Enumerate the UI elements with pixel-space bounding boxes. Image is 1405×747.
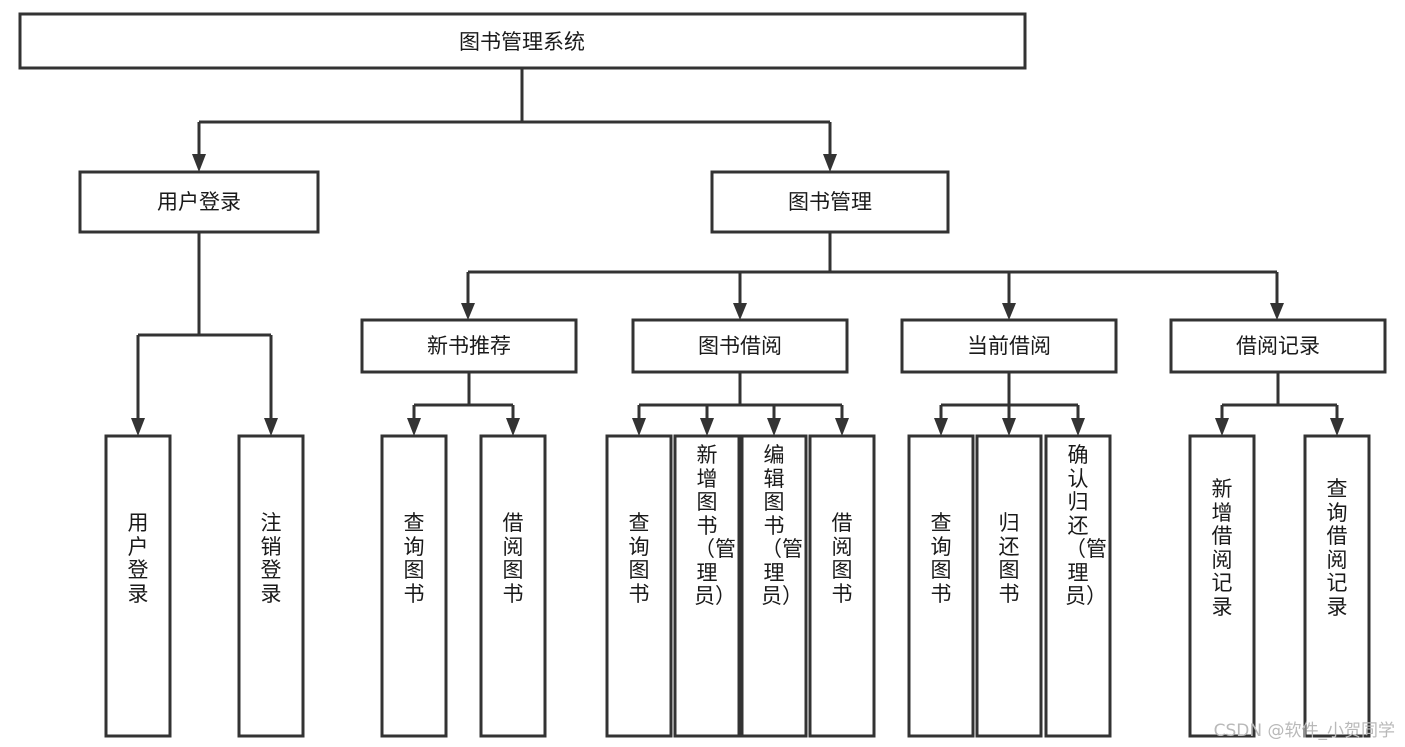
leaf-box-bb-borrow-book[interactable] [808, 434, 876, 738]
leaf-box-cb-return-book[interactable] [975, 434, 1043, 738]
node-book-borrow-box [631, 318, 849, 374]
node-borrow-record-label: 借阅记录 [1236, 334, 1320, 358]
leaf-box-cb-query-book[interactable] [907, 434, 975, 738]
node-user-login-label: 用户登录 [157, 190, 241, 214]
arrowhead-leaf-user-login [131, 418, 145, 436]
arrowhead-user-login [192, 154, 206, 172]
node-book-borrow[interactable]: 图书借阅 [631, 318, 849, 374]
leaf-box-bb-edit-book[interactable] [740, 434, 808, 738]
leaf-box-bb-add-book[interactable] [673, 434, 741, 738]
node-new-book-recommend-label: 新书推荐 [427, 334, 511, 358]
leaf-box-nb-borrow-book[interactable] [479, 434, 547, 738]
arrowhead-bb-leaf-3 [767, 418, 781, 436]
arrowhead-borrow-record [1270, 303, 1284, 320]
arrowhead-bb-leaf-2 [700, 418, 714, 436]
node-root[interactable]: 图书管理系统 [18, 12, 1027, 70]
arrowhead-bb-leaf-1 [632, 418, 646, 436]
leaf-box-logout[interactable] [237, 434, 305, 738]
leaf-box-bb-query-book[interactable] [605, 434, 673, 738]
leaf-box-user-login[interactable] [104, 434, 172, 738]
node-root-label: 图书管理系统 [459, 30, 585, 54]
arrowhead-nb-leaf-2 [506, 418, 520, 436]
arrowhead-current-borrow [1002, 303, 1016, 320]
arrowhead-cb-leaf-3 [1071, 418, 1085, 436]
leaf-box-cb-confirm-return[interactable] [1044, 434, 1112, 738]
leaf-box-nb-query-book[interactable] [380, 434, 448, 738]
arrowhead-nb-leaf-1 [407, 418, 421, 436]
node-book-management-box [710, 170, 950, 234]
arrowhead-br-leaf-1 [1215, 418, 1229, 436]
arrowhead-leaf-logout [264, 418, 278, 436]
arrowhead-cb-leaf-2 [1002, 418, 1016, 436]
leaf-box-br-add-record[interactable] [1188, 434, 1256, 738]
node-book-management[interactable]: 图书管理 [710, 170, 950, 234]
node-current-borrow-label: 当前借阅 [967, 334, 1051, 358]
arrowhead-br-leaf-2 [1330, 418, 1344, 436]
node-current-borrow-box [900, 318, 1118, 374]
leaf-box-br-query-record[interactable] [1303, 434, 1371, 738]
arrowhead-cb-leaf-1 [934, 418, 948, 436]
node-borrow-record-box [1169, 318, 1387, 374]
node-new-book-recommend-box [360, 318, 578, 374]
node-current-borrow[interactable]: 当前借阅 [900, 318, 1118, 374]
node-book-management-label: 图书管理 [788, 190, 872, 214]
node-new-book-recommend[interactable]: 新书推荐 [360, 318, 578, 374]
node-borrow-record[interactable]: 借阅记录 [1169, 318, 1387, 374]
arrowhead-bb-leaf-4 [835, 418, 849, 436]
arrowhead-book-mgmt [823, 154, 837, 172]
arrowhead-book-borrow [733, 303, 747, 320]
node-root-box [18, 12, 1027, 70]
arrowhead-new-book [461, 303, 475, 320]
node-user-login[interactable]: 用户登录 [78, 170, 320, 234]
node-book-borrow-label: 图书借阅 [698, 334, 782, 358]
